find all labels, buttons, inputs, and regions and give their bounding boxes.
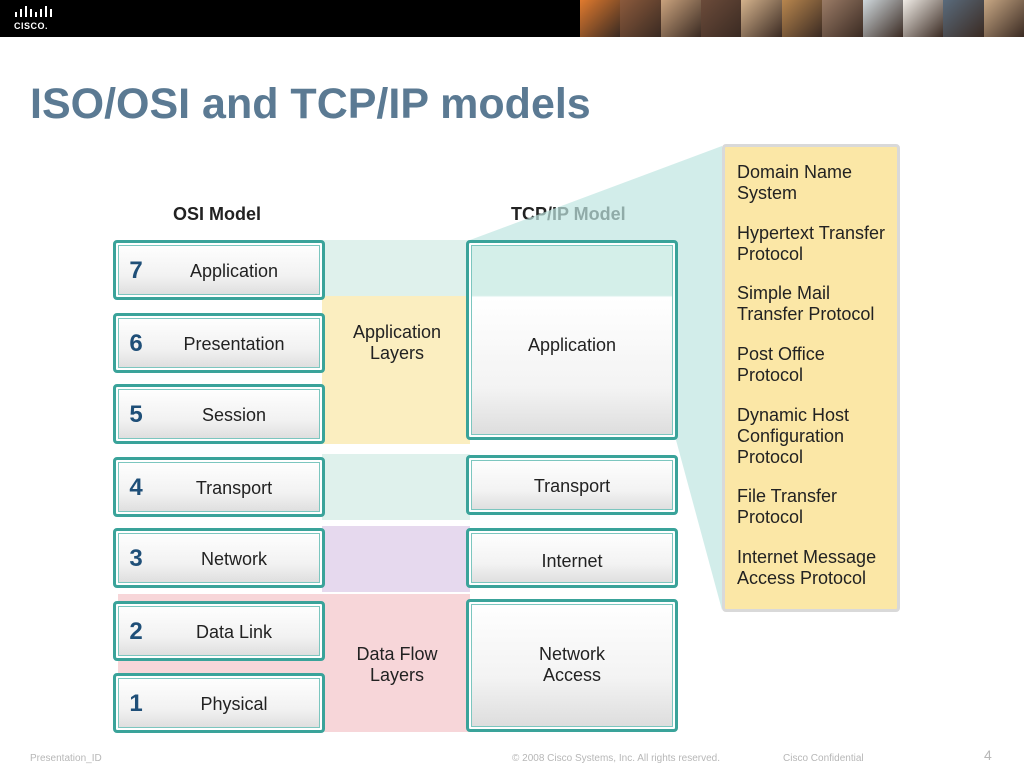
application-layers-band (322, 296, 470, 444)
photo-tile (580, 0, 621, 37)
osi-layer-number: 2 (129, 618, 143, 645)
tcpip-layer-application: Application (466, 240, 678, 440)
osi-layer-2: 2 Data Link (113, 601, 325, 661)
photo-tile (822, 0, 863, 37)
protocol-item: Dynamic Host Configuration Protocol (737, 405, 850, 467)
osi-layer-number: 6 (129, 330, 143, 357)
application-layers-label: Application Layers (352, 322, 442, 363)
photo-tile (620, 0, 661, 37)
osi-layer-1: 1 Physical (113, 673, 325, 733)
osi-layer-6: 6 Presentation (113, 313, 325, 373)
photo-tile (660, 0, 702, 37)
application-teal-band (322, 240, 470, 296)
tcpip-layer-internet: Internet (466, 528, 678, 588)
osi-layer-number: 7 (129, 257, 143, 284)
osi-layer-label: Presentation (183, 334, 285, 354)
osi-layer-number: 5 (129, 401, 143, 428)
protocol-item: Post Office Protocol (737, 344, 825, 385)
osi-layer-label: Session (201, 405, 267, 425)
page-number: 4 (984, 747, 992, 763)
protocol-item: Simple Mail Transfer Protocol (737, 283, 875, 324)
osi-layer-7: 7 Application (113, 240, 325, 300)
photo-tile (781, 0, 823, 37)
top-banner: CISCO. (0, 0, 1024, 37)
osi-layer-number: 1 (129, 690, 143, 717)
osi-layer-label: Network (200, 549, 267, 569)
tcpip-layer-network-access: Network Access (466, 599, 678, 732)
data-flow-layers-label: Data Flow Layers (356, 644, 438, 685)
protocol-item: Internet Message Access Protocol (737, 547, 877, 588)
osi-layer-4: 4 Transport (113, 457, 325, 517)
protocol-item: File Transfer Protocol (737, 486, 838, 527)
footer-copyright: © 2008 Cisco Systems, Inc. All rights re… (512, 753, 721, 764)
tcpip-layer-transport: Transport (466, 455, 678, 515)
photo-tile (983, 0, 1024, 37)
protocol-item: Hypertext Transfer Protocol (737, 223, 886, 264)
osi-layer-number: 3 (129, 545, 143, 572)
cisco-logo: CISCO. (12, 4, 60, 34)
tcpip-layer-label: Application (527, 335, 617, 355)
tcpip-layer-label: Internet (541, 551, 603, 571)
osi-layer-label: Data Link (195, 622, 273, 642)
cisco-bars-icon (15, 6, 52, 17)
photo-tile (701, 0, 742, 37)
osi-layer-label: Application (189, 261, 279, 281)
slide-title: ISO/OSI and TCP/IP models (30, 80, 591, 128)
footer-confidential: Cisco Confidential (783, 753, 864, 764)
footer-presentation-id: Presentation_ID (30, 753, 102, 764)
people-photo-strip (580, 0, 1024, 37)
osi-layer-3: 3 Network (113, 528, 325, 588)
cisco-logo-text: CISCO. (14, 21, 49, 31)
transport-band (322, 454, 470, 520)
osi-layer-number: 4 (129, 474, 143, 501)
photo-tile (741, 0, 782, 37)
network-band (322, 526, 470, 592)
osi-model-heading: OSI Model (173, 204, 262, 224)
protocol-item: Domain Name System (737, 162, 853, 203)
osi-layer-5: 5 Session (113, 384, 325, 444)
tcpip-layer-label: Network Access (538, 644, 605, 685)
osi-layer-label: Physical (200, 694, 268, 714)
photo-tile (902, 0, 944, 37)
osi-layer-label: Transport (195, 478, 273, 498)
tcpip-layer-label: Transport (533, 476, 611, 496)
photo-tile (862, 0, 903, 37)
photo-tile (943, 0, 984, 37)
application-protocols-panel: Domain Name System Hypertext Transfer Pr… (722, 144, 900, 612)
